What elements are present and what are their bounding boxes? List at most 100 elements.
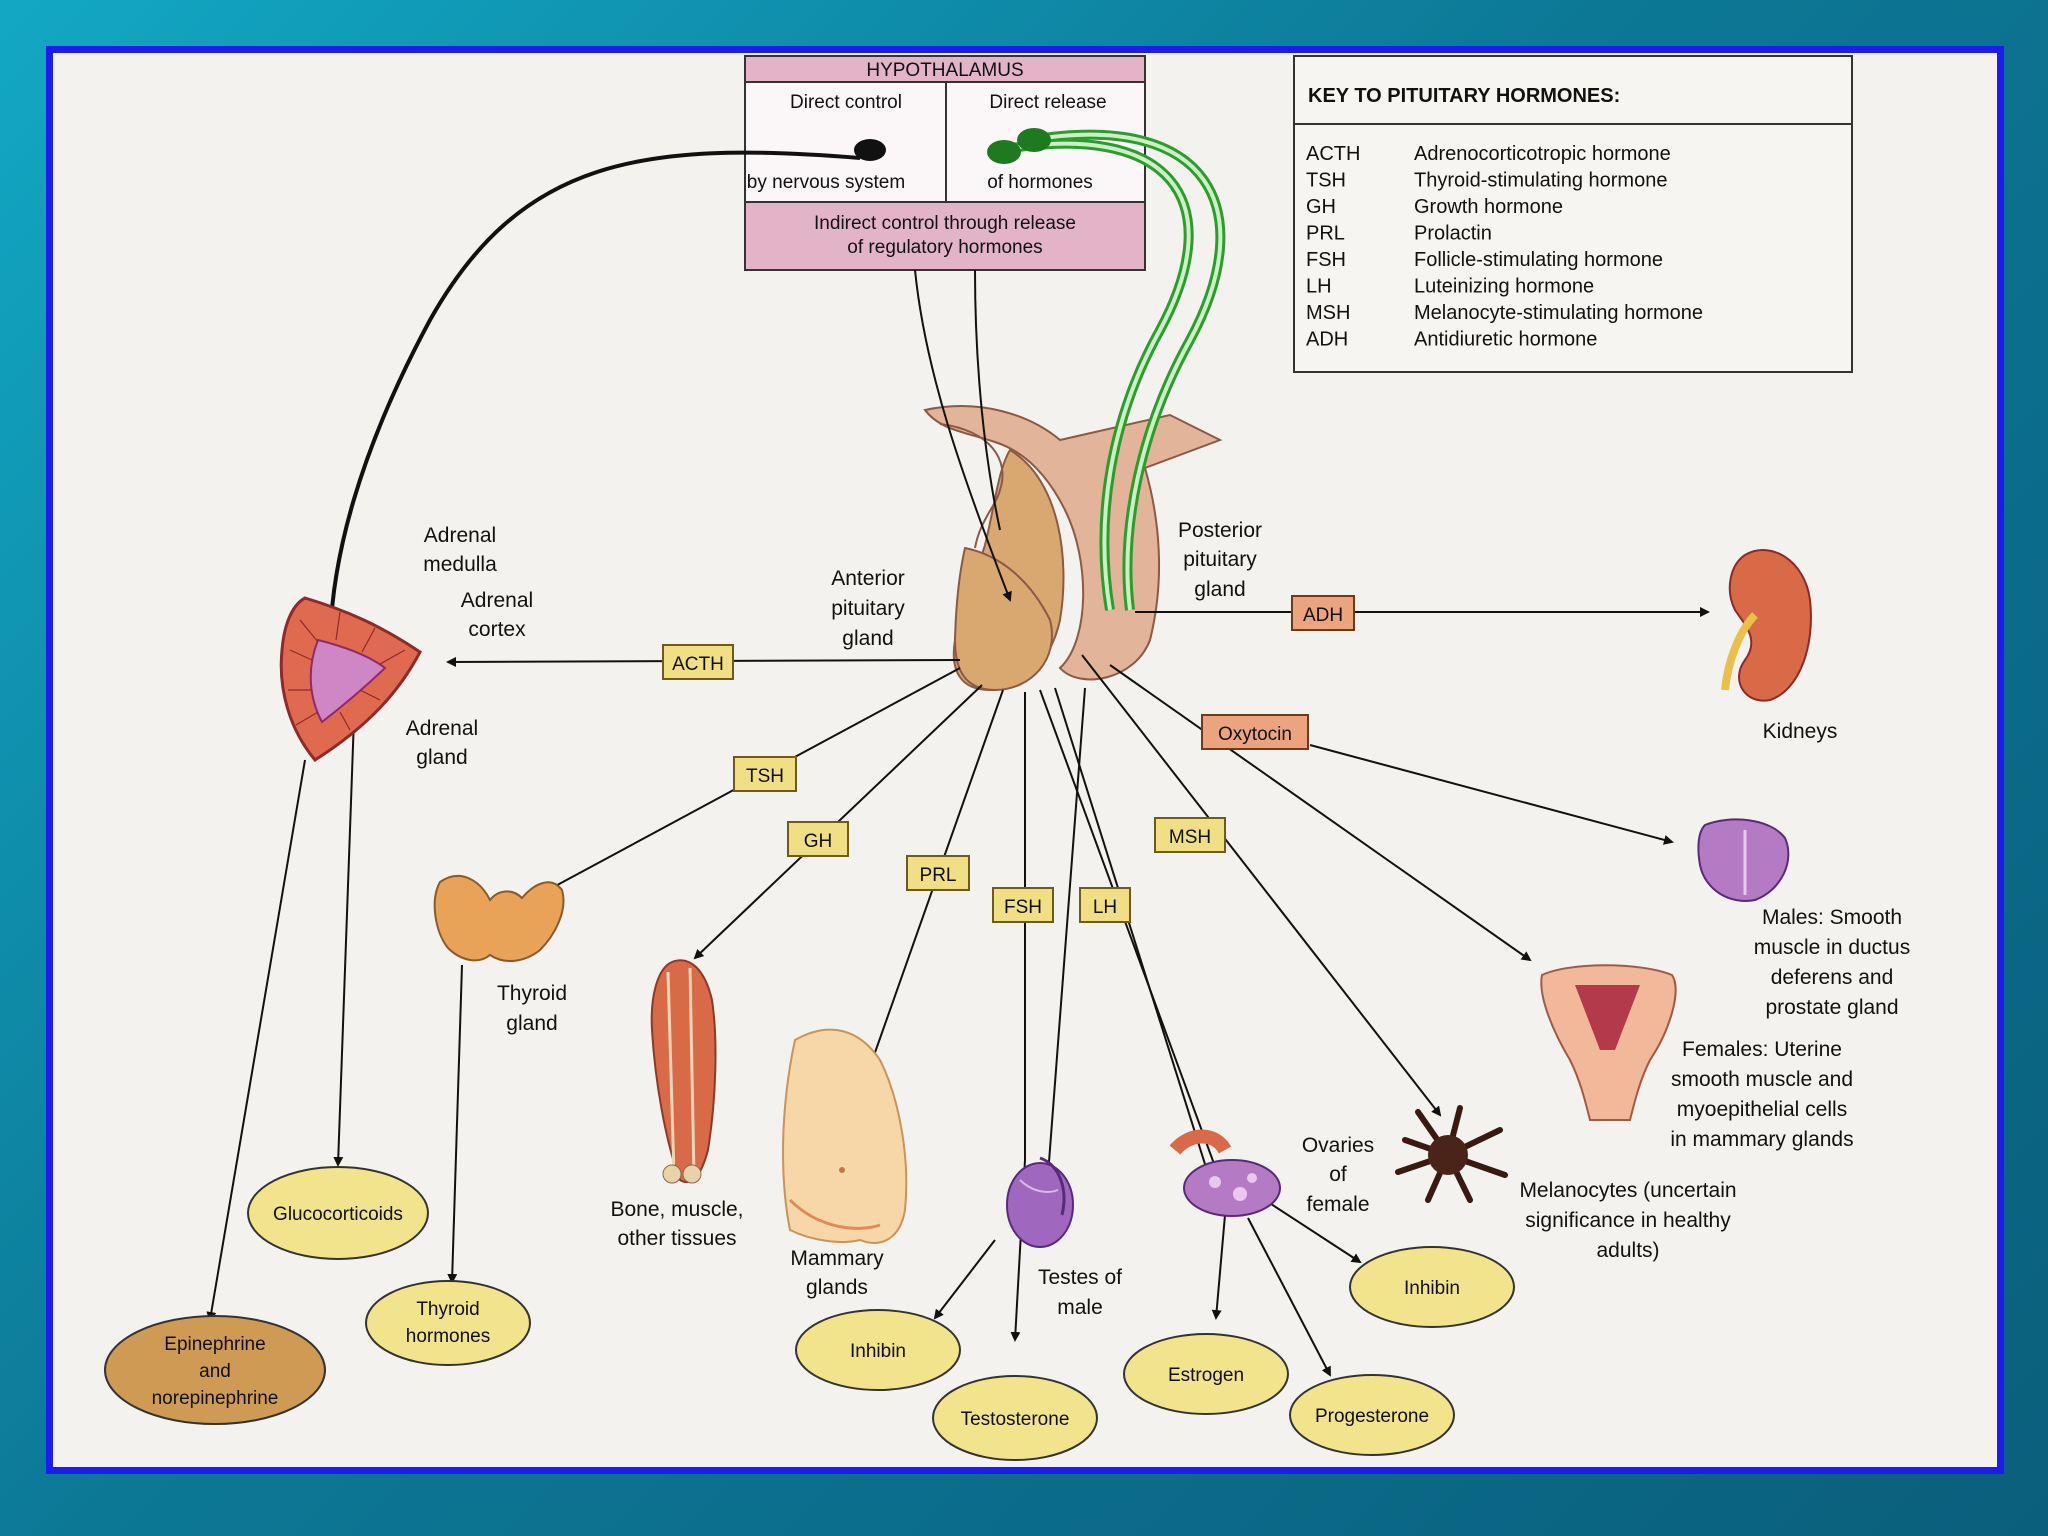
svg-text:GH: GH — [804, 831, 833, 852]
key-name: Prolactin — [1414, 223, 1492, 245]
svg-text:Epinephrine: Epinephrine — [164, 1334, 265, 1355]
label-msh: MSH — [1154, 817, 1226, 853]
label-adrenal-medulla-1: Adrenal — [424, 524, 496, 547]
mammary-illustration — [782, 1028, 908, 1244]
key-name: Luteinizing hormone — [1414, 276, 1594, 298]
label-ovaries-1: Ovaries — [1302, 1134, 1374, 1157]
label-ovaries-2: of — [1329, 1163, 1347, 1186]
direct-control-label: Direct control — [790, 92, 902, 113]
svg-text:ADH: ADH — [1303, 605, 1343, 626]
key-abbr: MSH — [1306, 302, 1350, 324]
label-melanocytes-3: adults) — [1596, 1239, 1659, 1262]
label-adrenal-cortex-2: cortex — [468, 618, 526, 641]
svg-text:and: and — [199, 1361, 231, 1382]
svg-text:LH: LH — [1093, 897, 1117, 918]
label-posterior-2: pituitary — [1183, 548, 1257, 571]
oval-inhibin-male: Inhibin — [795, 1309, 961, 1391]
melanocyte-illustration — [1395, 1105, 1508, 1203]
key-abbr: ADH — [1306, 329, 1348, 351]
label-males-4: prostate gland — [1765, 996, 1898, 1019]
key-name: Growth hormone — [1414, 196, 1563, 218]
label-anterior-2: pituitary — [831, 597, 905, 620]
label-males-2: muscle in ductus — [1754, 936, 1910, 959]
label-bone-2: other tissues — [617, 1227, 736, 1250]
label-posterior-3: gland — [1194, 578, 1245, 601]
label-males-1: Males: Smooth — [1762, 906, 1902, 929]
prostate-illustration — [1697, 818, 1790, 902]
pituitary-gland — [923, 405, 1223, 692]
svg-text:PRL: PRL — [920, 865, 957, 886]
kidney-illustration — [1721, 549, 1812, 702]
bone-muscle-illustration — [650, 959, 717, 1184]
key-name: Adrenocorticotropic hormone — [1414, 143, 1671, 165]
anterior-pituitary-body — [953, 546, 1053, 692]
svg-text:TSH: TSH — [746, 766, 784, 787]
svg-text:FSH: FSH — [1004, 897, 1042, 918]
hypothalamus-title: HYPOTHALAMUS — [866, 60, 1023, 81]
label-oxytocin: Oxytocin — [1201, 714, 1309, 750]
label-adrenal-gland-1: Adrenal — [406, 717, 478, 740]
indirect-control-line2: of regulatory hormones — [847, 237, 1042, 258]
key-name: Follicle-stimulating hormone — [1414, 249, 1663, 271]
key-abbr: GH — [1306, 196, 1336, 218]
label-adh: ADH — [1291, 595, 1355, 631]
label-adrenal-gland-2: gland — [416, 746, 467, 769]
neuron-body-black — [854, 139, 886, 161]
key-abbr: TSH — [1306, 170, 1346, 192]
neurosecretory-pathway — [987, 128, 1226, 611]
svg-text:ACTH: ACTH — [672, 654, 724, 675]
label-prl: PRL — [906, 855, 970, 891]
label-females-4: in mammary glands — [1670, 1128, 1853, 1151]
label-males-3: deferens and — [1771, 966, 1894, 989]
oval-epinephrine: Epinephrine and norepinephrine — [104, 1315, 326, 1425]
oval-inhibin-female: Inhibin — [1349, 1246, 1515, 1328]
direct-release-label: Direct release — [989, 92, 1106, 113]
label-ovaries-3: female — [1306, 1193, 1369, 1216]
label-mammary-1: Mammary — [790, 1247, 884, 1270]
label-females-2: smooth muscle and — [1671, 1068, 1853, 1091]
testes-illustration — [1006, 1156, 1074, 1248]
key-name: Thyroid-stimulating hormone — [1414, 170, 1667, 192]
oval-thyroid-hormones: Thyroid hormones — [365, 1280, 531, 1366]
hypothalamus-box: HYPOTHALAMUS Direct control by nervous s… — [744, 55, 1146, 271]
svg-text:Progesterone: Progesterone — [1315, 1406, 1429, 1427]
nervous-control-pathway — [328, 150, 861, 651]
oval-progesterone: Progesterone — [1289, 1374, 1455, 1456]
label-females-3: myoepithelial cells — [1677, 1098, 1847, 1121]
label-thyroid-2: gland — [506, 1012, 557, 1035]
key-title: KEY TO PITUITARY HORMONES: — [1308, 85, 1620, 107]
label-posterior-1: Posterior — [1178, 519, 1262, 542]
oval-glucocorticoids: Glucocorticoids — [247, 1166, 429, 1260]
label-adrenal-medulla-2: medulla — [423, 553, 497, 576]
thyroid-illustration — [433, 875, 565, 962]
label-fsh: FSH — [992, 887, 1054, 923]
key-abbr: FSH — [1306, 249, 1346, 271]
svg-text:Inhibin: Inhibin — [850, 1341, 906, 1362]
label-females-1: Females: Uterine — [1682, 1038, 1842, 1061]
oval-testosterone: Testosterone — [932, 1375, 1098, 1461]
svg-text:Oxytocin: Oxytocin — [1218, 724, 1292, 745]
anatomy-labels: Anterior pituitary gland Posterior pitui… — [406, 519, 1910, 1319]
label-testes-2: male — [1057, 1296, 1103, 1319]
label-gh: GH — [787, 821, 849, 857]
svg-text:Estrogen: Estrogen — [1168, 1365, 1244, 1386]
label-tsh: TSH — [733, 756, 797, 792]
key-abbr: PRL — [1306, 223, 1345, 245]
label-acth: ACTH — [662, 644, 734, 680]
label-adrenal-cortex-1: Adrenal — [461, 589, 533, 612]
svg-text:Inhibin: Inhibin — [1404, 1278, 1460, 1299]
ovaries-illustration — [1169, 1129, 1281, 1217]
oval-estrogen: Estrogen — [1123, 1333, 1289, 1415]
svg-text:MSH: MSH — [1169, 827, 1211, 848]
key-name: Antidiuretic hormone — [1414, 329, 1597, 351]
label-anterior-3: gland — [842, 627, 893, 650]
uterus-illustration — [1540, 964, 1677, 1121]
nervous-system-label: by nervous system — [747, 172, 905, 193]
key-abbr: LH — [1306, 276, 1332, 298]
label-testes-1: Testes of — [1038, 1266, 1122, 1289]
label-mammary-2: glands — [806, 1276, 868, 1299]
label-bone-1: Bone, muscle, — [610, 1198, 743, 1221]
